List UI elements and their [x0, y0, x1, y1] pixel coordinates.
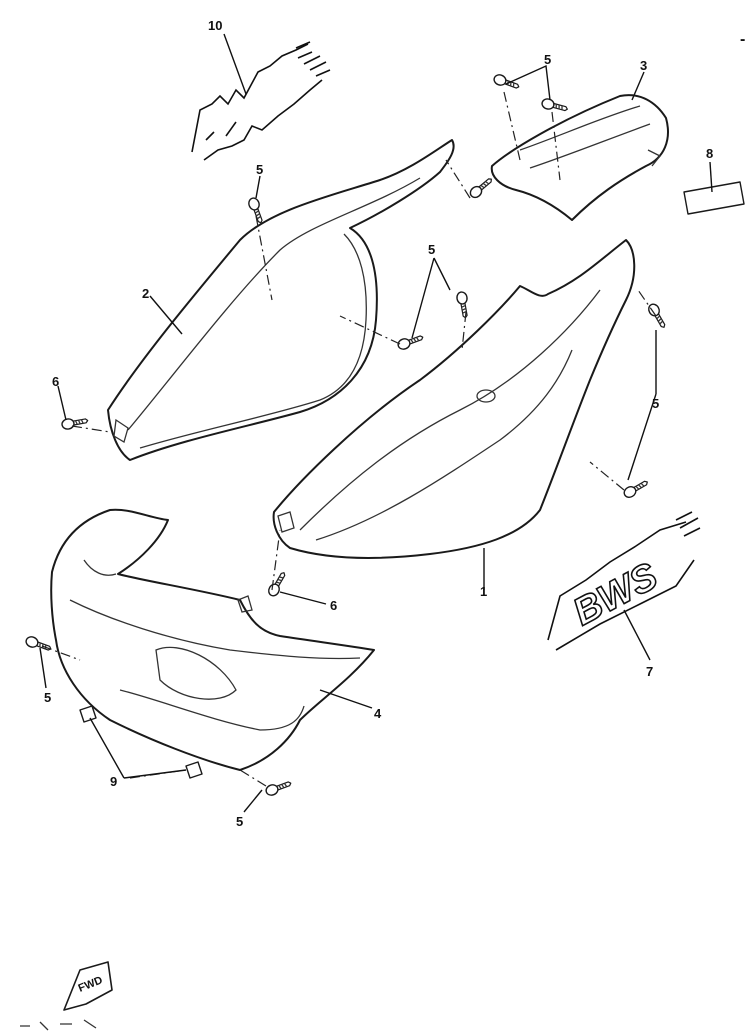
screw-5-right-lower: [623, 480, 648, 498]
lower-cover-part-4: [50, 508, 375, 771]
callout-10: 10: [208, 18, 222, 33]
callout-5-lower-left: 5: [44, 690, 51, 705]
callout-5-upper-left: 5: [256, 162, 263, 177]
screw-5-center: [397, 335, 424, 350]
decal-bws-text: BWS: [567, 555, 665, 634]
callout-1: 1: [480, 584, 487, 599]
callout-5-middle: 5: [428, 242, 435, 257]
screw-6-lower: [268, 572, 286, 597]
callout-3: 3: [640, 58, 647, 73]
decal-bws-part-7: BWS: [547, 511, 701, 651]
label-part-8: [683, 181, 745, 215]
screw-5-top-b: [541, 98, 568, 112]
callout-9: 9: [110, 774, 117, 789]
screw-6-left: [61, 418, 89, 430]
callout-5-bottom: 5: [236, 814, 243, 829]
callout-6-left: 6: [52, 374, 59, 389]
callout-8: 8: [706, 146, 713, 161]
callout-4: 4: [374, 706, 382, 721]
clip-part-9: [79, 705, 203, 779]
leader-lines: [39, 33, 713, 813]
screw-5-right-upper: [648, 303, 666, 328]
callout-6-lower: 6: [330, 598, 337, 613]
screw-5-bottom: [265, 781, 292, 796]
callout-7: 7: [646, 664, 653, 679]
forward-direction-mark: FWD: [20, 961, 113, 1031]
screw-5-lower-left: [25, 636, 52, 651]
screw-5-upper: [469, 178, 492, 199]
screw-5-middle: [456, 291, 468, 319]
screw-5-top-a: [493, 74, 520, 89]
callout-5-right: 5: [652, 396, 659, 411]
decal-graphic-part-10: [191, 41, 331, 161]
callout-2: 2: [142, 286, 149, 301]
side-cover-part-1: [272, 239, 636, 559]
callouts: 10 3 5 8 5 5 2 6 5 1 6 7 5 4 9 5: [44, 18, 713, 829]
side-cover-part-2: [107, 139, 455, 461]
callout-5-top: 5: [544, 52, 551, 67]
rear-cover-part-3: [490, 94, 669, 221]
corner-mark: -: [740, 31, 745, 48]
screws: [25, 74, 666, 796]
